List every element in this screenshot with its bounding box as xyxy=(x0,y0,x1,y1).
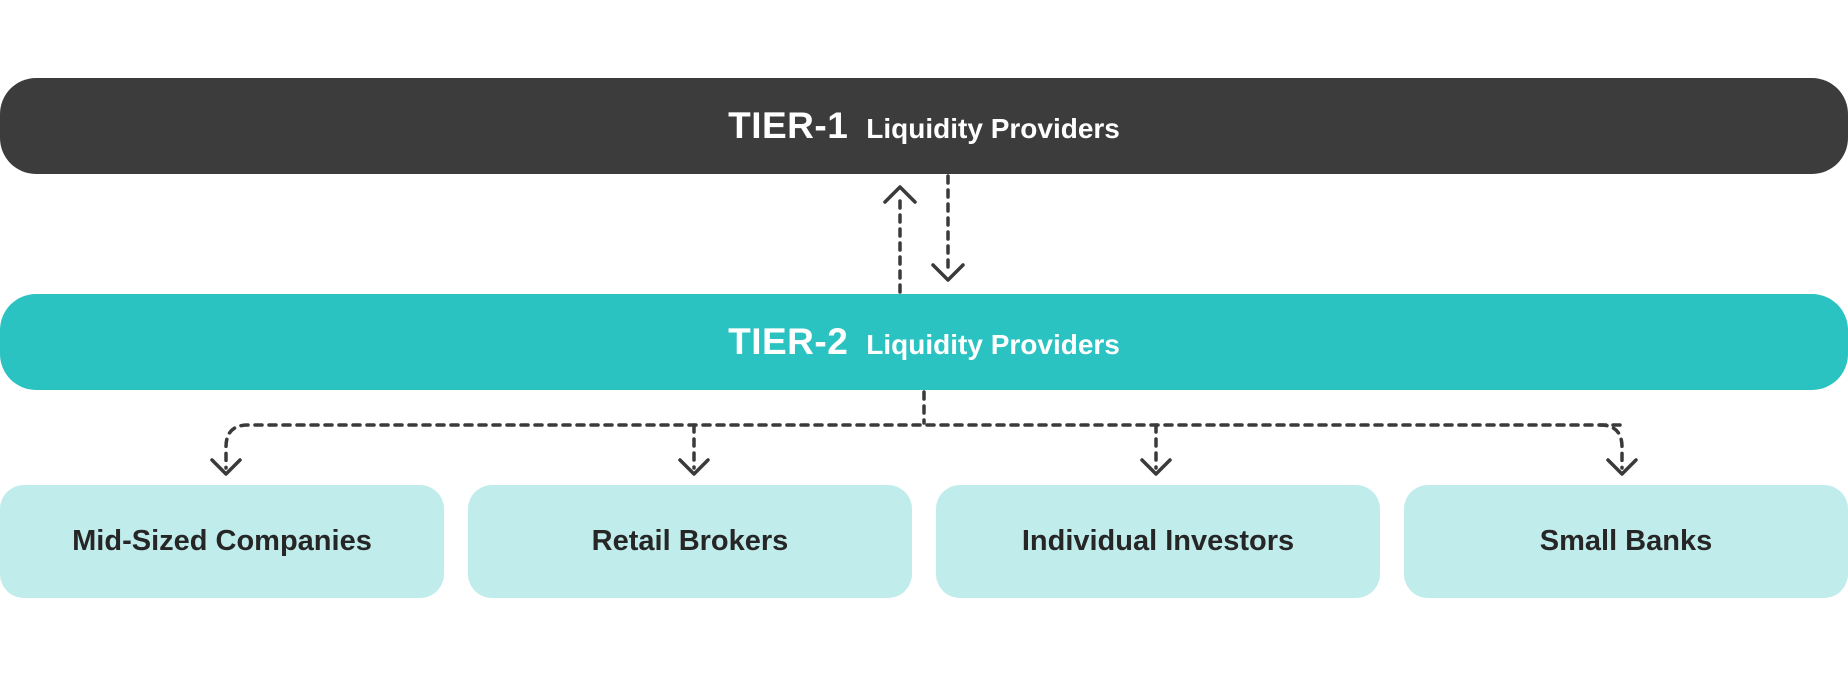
client-box-mid-sized-companies: Mid-Sized Companies xyxy=(0,485,444,598)
tier-2-bar: TIER-2 Liquidity Providers xyxy=(0,294,1848,390)
tier-1-subtitle: Liquidity Providers xyxy=(866,113,1120,144)
client-box-retail-brokers: Retail Brokers xyxy=(468,485,912,598)
client-label: Small Banks xyxy=(1539,525,1713,557)
arrowhead-icon xyxy=(210,458,1638,476)
up-arrow-icon xyxy=(883,185,917,294)
client-box-small-banks: Small Banks xyxy=(1404,485,1848,598)
client-label: Retail Brokers xyxy=(591,525,789,557)
client-label: Individual Investors xyxy=(1021,525,1295,557)
down-arrow-icon xyxy=(931,174,965,282)
tier-1-title: TIER-1 xyxy=(728,105,849,146)
client-label: Mid-Sized Companies xyxy=(72,525,372,557)
tier-2-subtitle: Liquidity Providers xyxy=(866,329,1120,360)
client-box-individual-investors: Individual Investors xyxy=(936,485,1380,598)
distribution-connector xyxy=(224,390,1624,470)
tier-2-title: TIER-2 xyxy=(728,321,849,362)
tier-1-bar: TIER-1 Liquidity Providers xyxy=(0,78,1848,174)
